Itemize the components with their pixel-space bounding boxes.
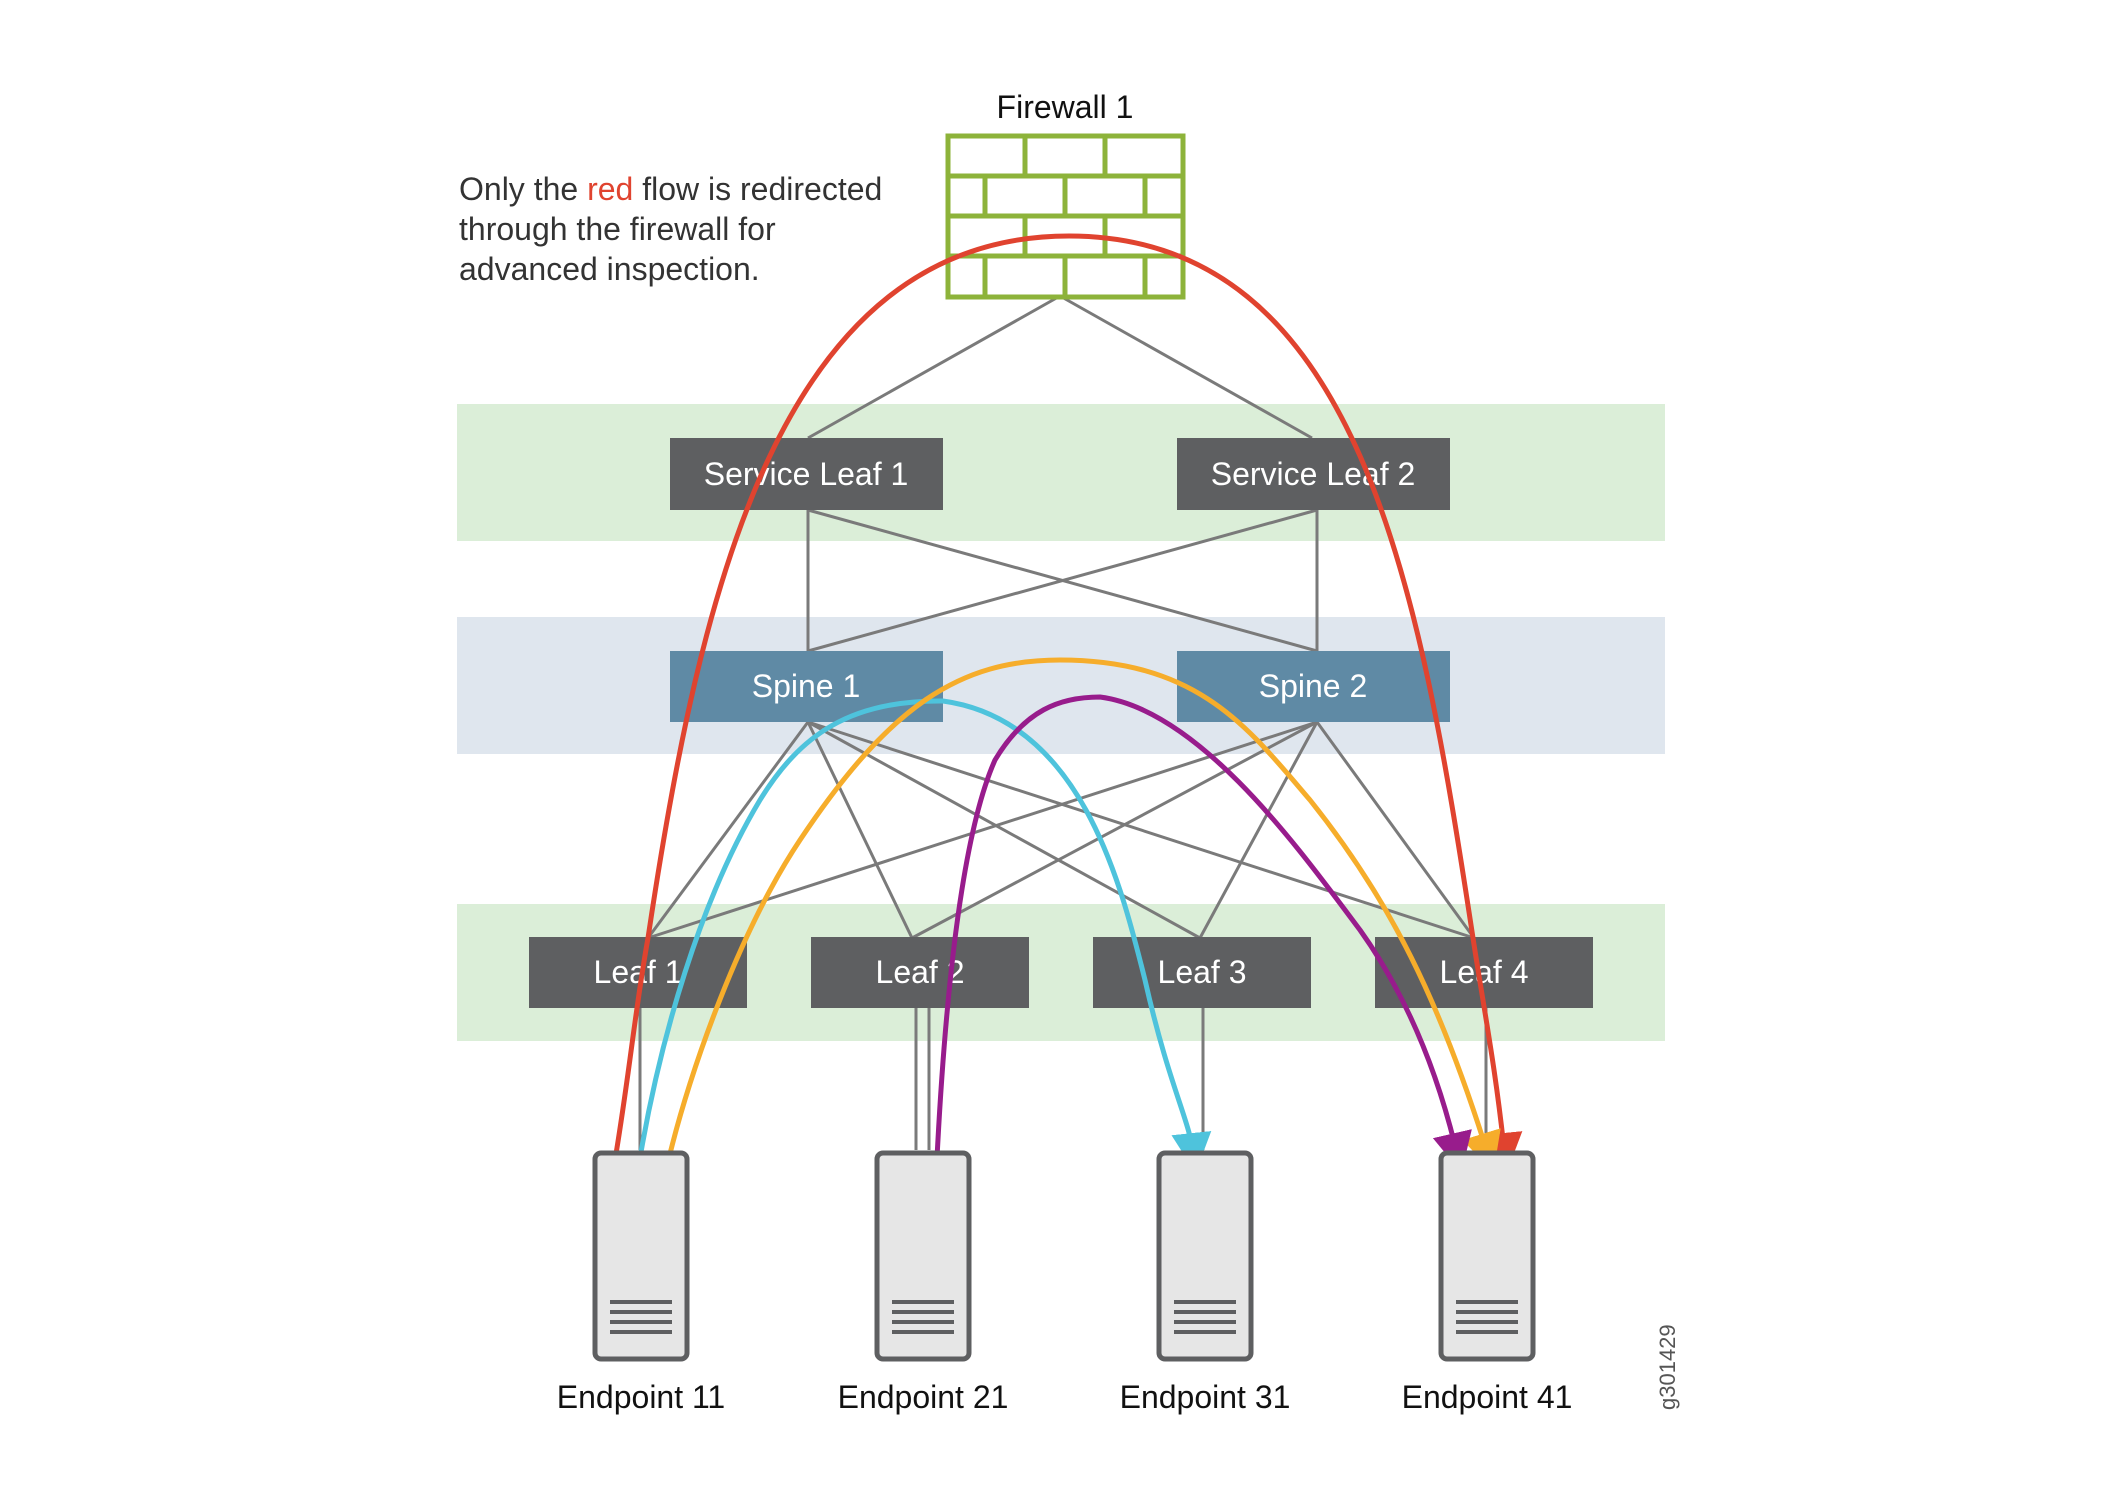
endpoint-21: Endpoint 21 <box>838 1150 1009 1415</box>
server-icon <box>592 1150 690 1362</box>
link-spine1-leaf2 <box>806 721 914 939</box>
link-spine1-leaf3 <box>807 720 1201 940</box>
service-leaf-1: Service Leaf 1 <box>670 438 943 510</box>
red-flow-firewall-path <box>612 233 1523 1173</box>
endpoint-11-label: Endpoint 11 <box>557 1379 725 1415</box>
firewall-icon <box>945 133 1186 300</box>
link-spine2-leaf2 <box>911 720 1318 940</box>
endpoint-31: Endpoint 31 <box>1120 1150 1291 1415</box>
note-line1-suffix: flow is redirected <box>633 171 882 207</box>
link-spine1-leaf1 <box>646 721 810 939</box>
note-line2: through the firewall for <box>459 211 776 247</box>
note-line3: advanced inspection. <box>459 251 760 287</box>
link-sl2-spine1 <box>807 508 1318 653</box>
spine-2: Spine 2 <box>1177 651 1450 722</box>
server-icon <box>1156 1150 1254 1362</box>
service-leaf-2-label: Service Leaf 2 <box>1211 456 1416 492</box>
link-spine2-leaf4 <box>1315 721 1476 939</box>
spine-band <box>457 617 1665 754</box>
leaf-3-label: Leaf 3 <box>1158 954 1247 990</box>
link-firewall-service-leaf-1 <box>807 294 1061 440</box>
leaf-2: Leaf 2 <box>811 937 1029 1008</box>
leaf-3: Leaf 3 <box>1093 937 1311 1008</box>
spine-2-label: Spine 2 <box>1259 668 1368 704</box>
traffic-flows <box>612 233 1523 1173</box>
leaf-4-label: Leaf 4 <box>1440 954 1529 990</box>
server-icon <box>1438 1150 1536 1362</box>
link-firewall-service-leaf-2 <box>1059 294 1313 440</box>
endpoint-31-label: Endpoint 31 <box>1120 1379 1291 1415</box>
firewall-label: Firewall 1 <box>997 89 1134 125</box>
link-spine1-leaf4 <box>807 720 1475 940</box>
physical-links <box>638 294 1488 1150</box>
link-spine2-leaf3 <box>1198 721 1319 939</box>
spine-1: Spine 1 <box>670 651 943 722</box>
server-icon <box>874 1150 972 1362</box>
endpoint-41: Endpoint 41 <box>1402 1150 1573 1415</box>
link-spine2-leaf1 <box>647 720 1318 940</box>
cyan-flow-path <box>637 698 1212 1173</box>
note-line1-prefix: Only the <box>459 171 587 207</box>
endpoint-41-label: Endpoint 41 <box>1402 1379 1573 1415</box>
note-line1-highlight: red <box>587 171 633 207</box>
orange-flow-path <box>666 657 1501 1173</box>
endpoint-21-label: Endpoint 21 <box>838 1379 1009 1415</box>
svg-text:Only the red flow is redirecte: Only the red flow is redirected <box>459 171 882 207</box>
service-leaf-band <box>457 404 1665 541</box>
redirect-note: Only the red flow is redirected through … <box>459 171 882 287</box>
spine-1-label: Spine 1 <box>752 668 861 704</box>
service-leaf-2: Service Leaf 2 <box>1177 438 1450 510</box>
endpoint-11: Endpoint 11 <box>557 1150 725 1415</box>
service-leaf-1-label: Service Leaf 1 <box>704 456 909 492</box>
purple-flow-path <box>934 694 1472 1173</box>
figure-id: g301429 <box>1655 1324 1680 1410</box>
